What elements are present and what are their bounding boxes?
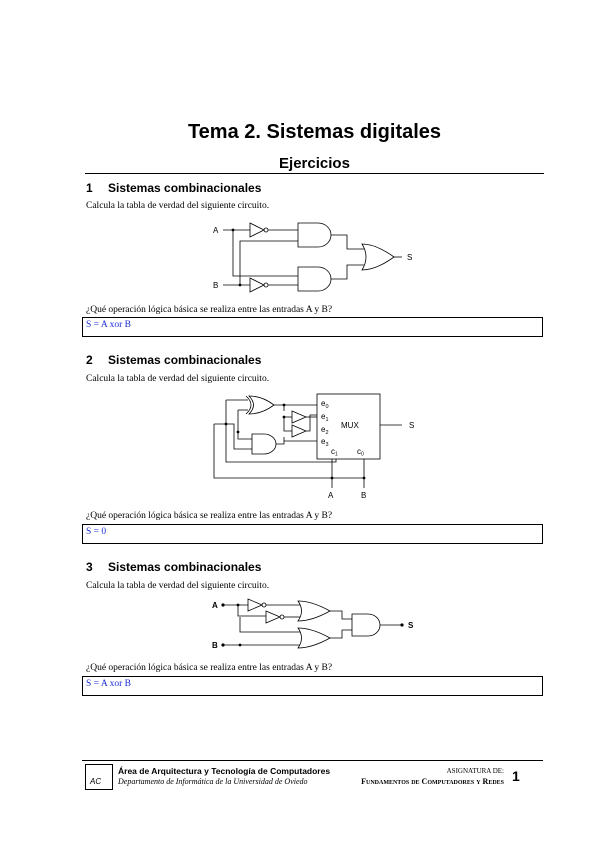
input-b-label: B bbox=[361, 491, 366, 500]
mux-label: MUX bbox=[341, 421, 359, 430]
header-divider bbox=[85, 173, 544, 174]
mux-input-e3: e3 bbox=[321, 437, 329, 448]
mux-select-c1: c1 bbox=[331, 447, 338, 458]
exercise-1-heading: 1 Sistemas combinacionales bbox=[86, 181, 261, 195]
page-subtitle: Ejercicios bbox=[279, 155, 350, 172]
exercise-1-circuit: A B S bbox=[213, 222, 412, 293]
footer-org: Área de Arquitectura y Tecnología de Com… bbox=[118, 766, 331, 776]
exercise-1-answer: S = A xor B bbox=[86, 320, 131, 330]
output-s-label: S bbox=[408, 621, 414, 630]
exercise-3-answer: S = A xor B bbox=[86, 679, 131, 689]
department-logo: AC bbox=[85, 764, 113, 790]
exercise-2-question: ¿Qué operación lógica básica se realiza … bbox=[86, 511, 333, 521]
footer-divider bbox=[82, 760, 543, 761]
exercise-number: 2 bbox=[86, 353, 93, 367]
footer-subject-name: Fundamentos de Computadores y Redes bbox=[361, 777, 504, 786]
mux-input-e1: e1 bbox=[321, 412, 329, 423]
exercise-2-instruction: Calcula la tabla de verdad del siguiente… bbox=[86, 374, 270, 384]
page-title: Tema 2. Sistemas digitales bbox=[187, 121, 442, 143]
exercise-3-circuit: A B S bbox=[212, 598, 414, 650]
footer-subject-label: ASIGNATURA DE: bbox=[446, 767, 504, 775]
input-a-label: A bbox=[212, 601, 218, 610]
page-number: 1 bbox=[512, 768, 520, 784]
exercise-2-circuit: e0 e1 e2 e3 MUX c1 c0 S A B bbox=[213, 393, 414, 500]
output-s-label: S bbox=[407, 253, 412, 262]
exercise-1-question: ¿Qué operación lógica básica se realiza … bbox=[86, 305, 333, 315]
exercise-2-answer: S = 0 bbox=[86, 527, 107, 537]
exercise-number: 1 bbox=[86, 181, 93, 195]
mux-input-e2: e2 bbox=[321, 425, 329, 436]
mux-input-e0: e0 bbox=[321, 399, 329, 410]
exercise-1-answer-box: S = A xor B bbox=[82, 317, 543, 337]
exercise-3-heading: 3 Sistemas combinacionales bbox=[86, 560, 261, 574]
input-a-label: A bbox=[328, 491, 334, 500]
input-b-label: B bbox=[212, 641, 218, 650]
exercise-number: 3 bbox=[86, 560, 93, 574]
input-b-label: B bbox=[213, 281, 218, 290]
exercise-heading-text: Sistemas combinacionales bbox=[108, 560, 262, 574]
exercise-1-instruction: Calcula la tabla de verdad del siguiente… bbox=[86, 201, 270, 211]
output-s-label: S bbox=[409, 421, 414, 430]
exercise-2-answer-box: S = 0 bbox=[82, 524, 543, 544]
svg-text:AC: AC bbox=[89, 777, 101, 786]
exercise-3-question: ¿Qué operación lógica básica se realiza … bbox=[86, 663, 333, 673]
exercise-2-heading: 2 Sistemas combinacionales bbox=[86, 353, 261, 367]
mux-select-c0: c0 bbox=[357, 447, 364, 458]
exercise-heading-text: Sistemas combinacionales bbox=[108, 353, 262, 367]
exercise-heading-text: Sistemas combinacionales bbox=[108, 181, 262, 195]
footer-dept: Departamento de Informática de la Univer… bbox=[118, 777, 308, 786]
exercise-3-answer-box: S = A xor B bbox=[82, 676, 543, 696]
exercise-3-instruction: Calcula la tabla de verdad del siguiente… bbox=[86, 581, 270, 591]
input-a-label: A bbox=[213, 226, 219, 235]
